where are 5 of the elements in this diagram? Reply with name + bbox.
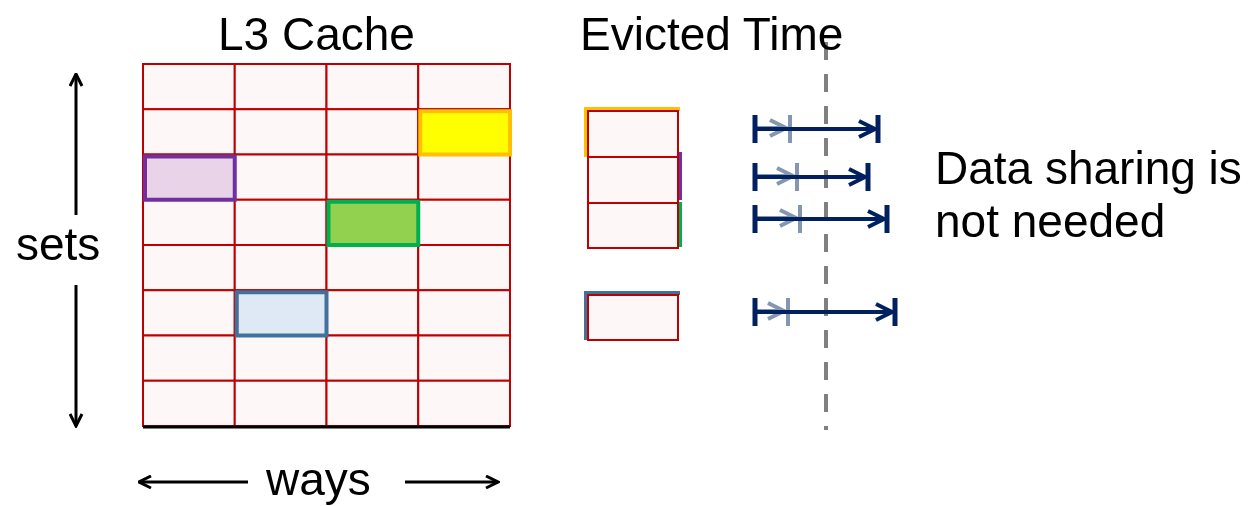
axis-label: sets: [16, 218, 101, 271]
column-title: Evicted Time: [580, 8, 844, 61]
cache-title: L3 Cache: [218, 8, 415, 61]
axis-label: ways: [266, 453, 371, 506]
note-text: Data sharing is not needed: [935, 142, 1243, 248]
